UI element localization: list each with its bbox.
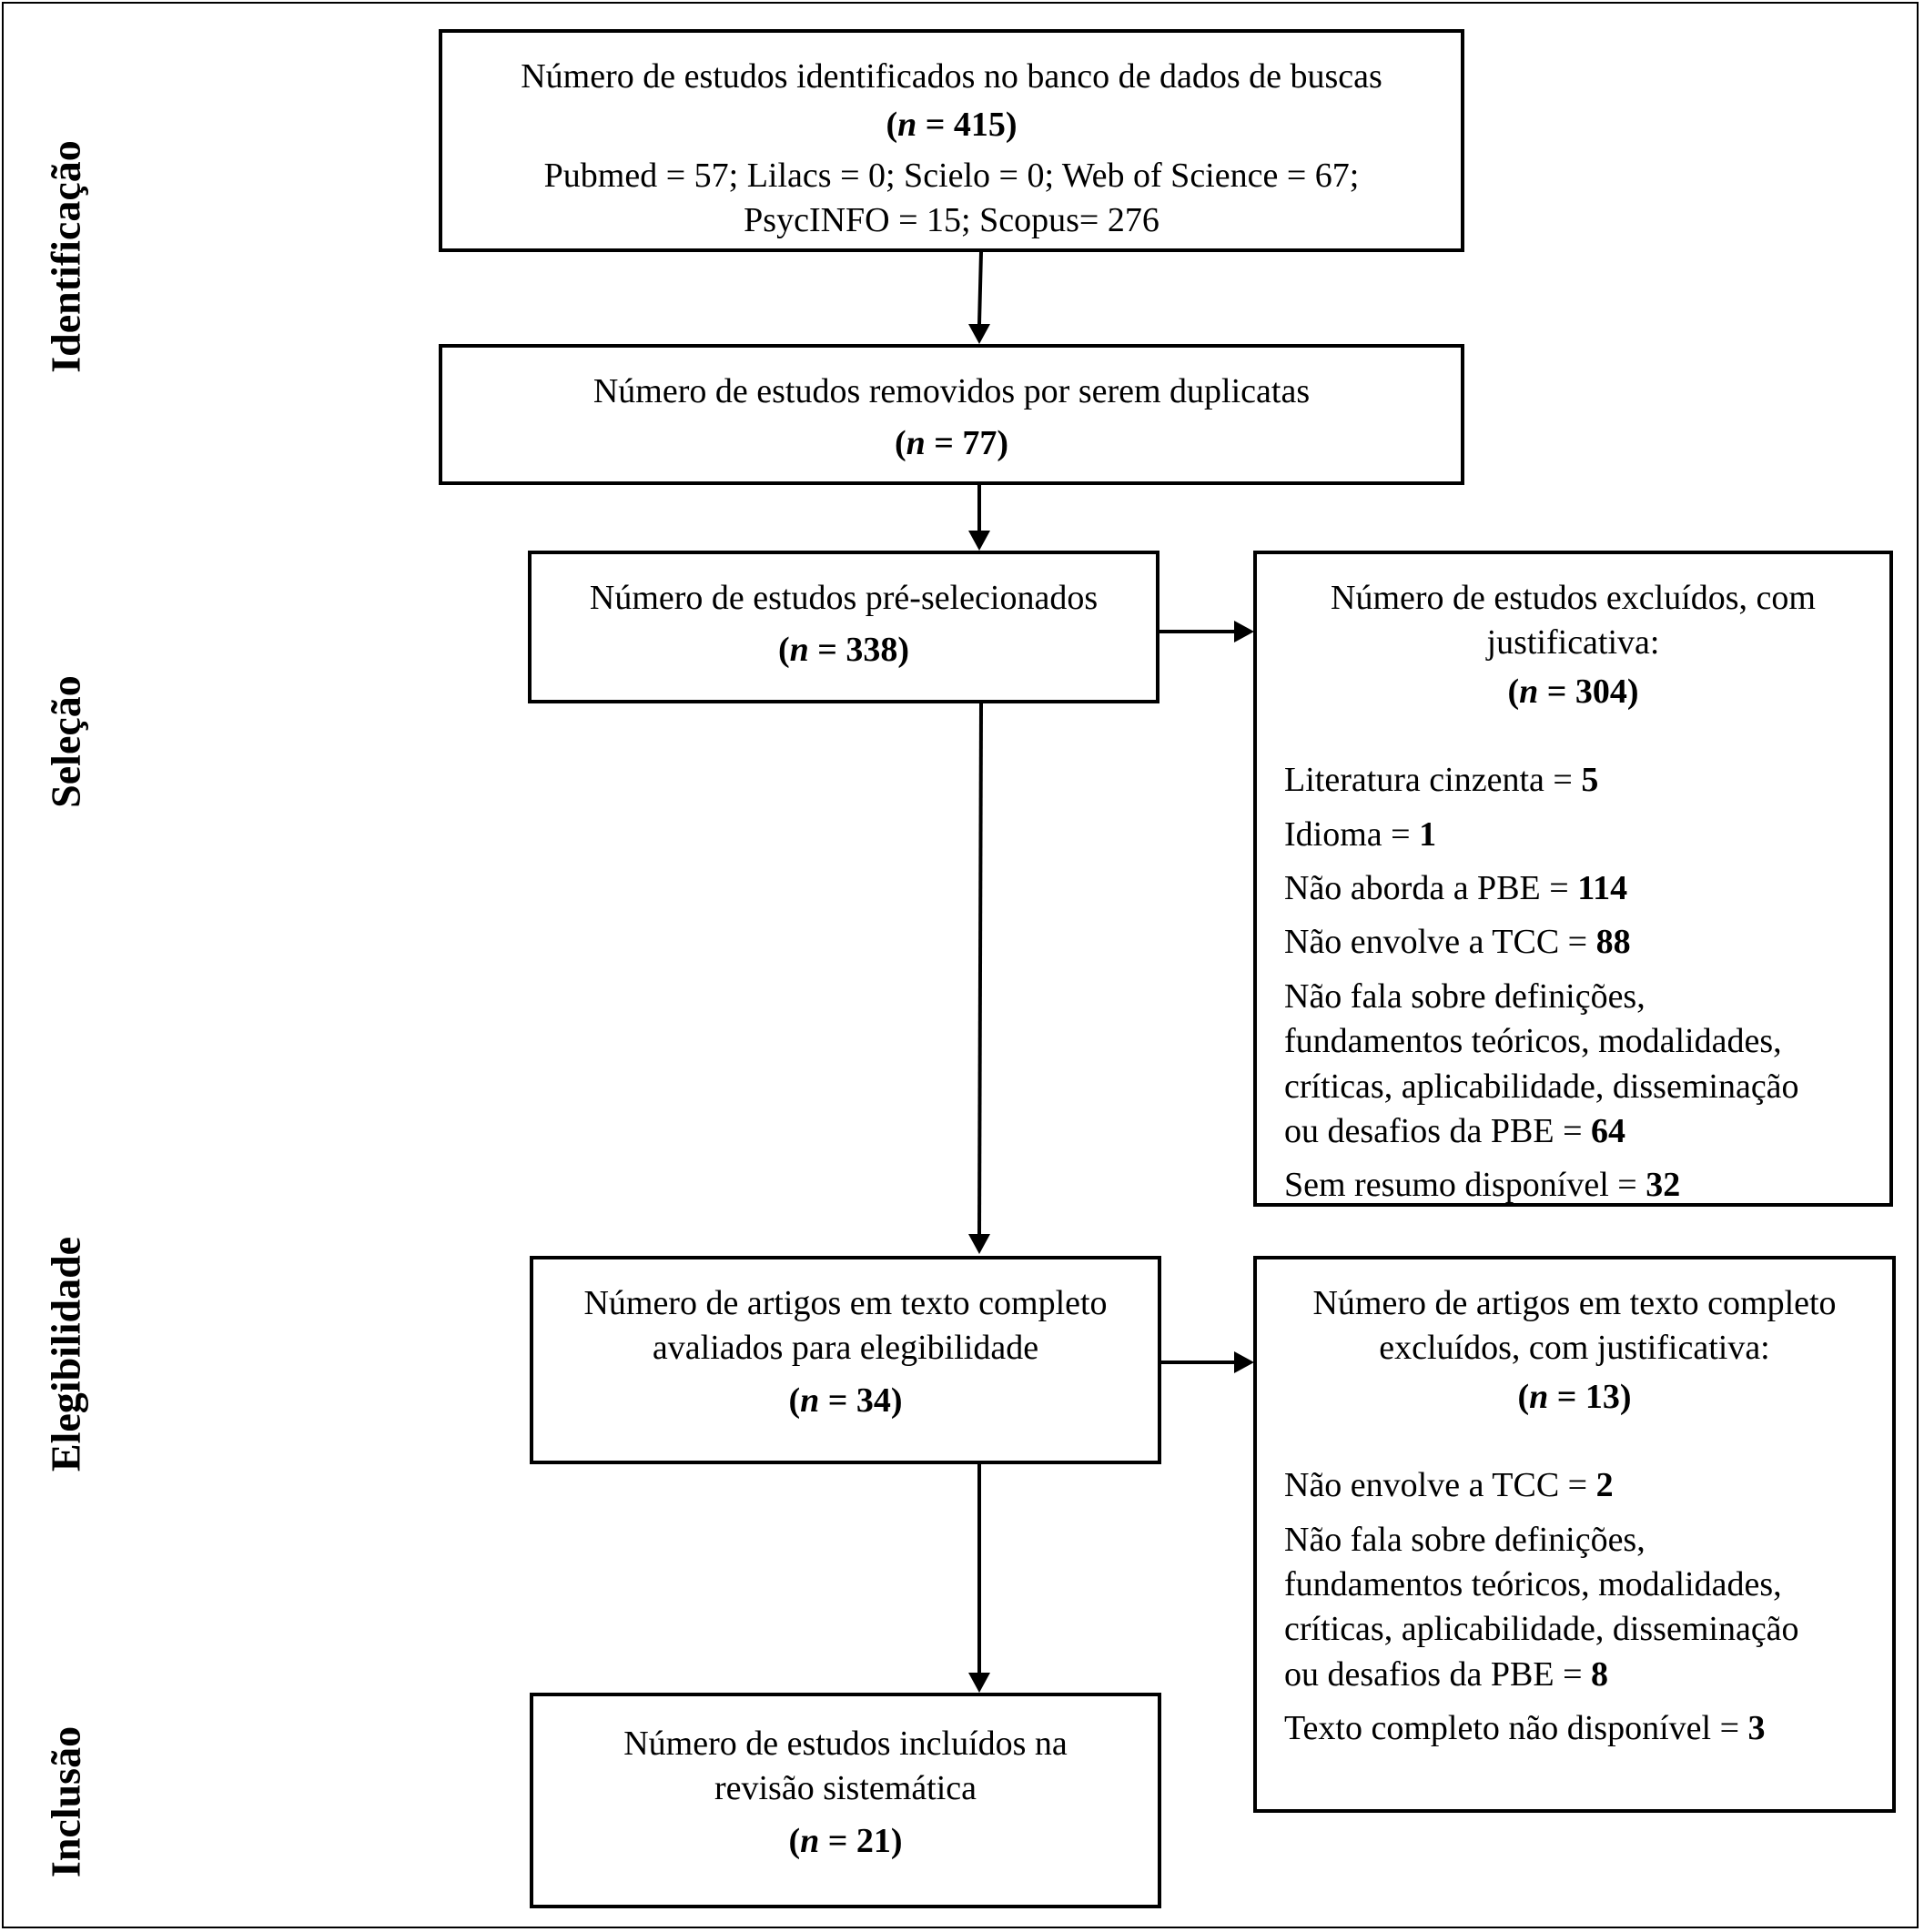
arrowhead-3 xyxy=(1234,621,1254,642)
box-preselected: Número de estudos pré-selecionados (n = … xyxy=(528,551,1159,703)
reason-item: Sem resumo disponível = 32 xyxy=(1284,1166,1681,1205)
box-excluded-screening-title-line1: Número de estudos excluídos, com xyxy=(1331,579,1816,617)
arrow-preselected-to-fulltext xyxy=(977,703,983,1235)
reason-item: Não envolve a TCC = 2 xyxy=(1284,1466,1614,1505)
box-identified-sources-line1: Pubmed = 57; Lilacs = 0; Scielo = 0; Web… xyxy=(543,156,1360,195)
box-identified-count: (n = 415) xyxy=(886,106,1018,145)
box-included-count: (n = 21) xyxy=(788,1821,903,1860)
box-fulltext-title-line2: avaliados para elegibilidade xyxy=(652,1329,1039,1368)
box-excluded-fulltext-count: (n = 13) xyxy=(1517,1377,1632,1416)
arrowhead-5 xyxy=(1234,1351,1254,1373)
box-excluded-screening: Número de estudos excluídos, com justifi… xyxy=(1253,551,1893,1207)
box-excluded-fulltext-reasons: Não envolve a TCC = 2 Não fala sobre def… xyxy=(1257,1463,1892,1751)
box-fulltext-count: (n = 34) xyxy=(788,1381,903,1420)
reason-item: Não aborda a PBE = 114 xyxy=(1284,868,1628,907)
box-excluded-fulltext-title-line2: excluídos, com justificativa: xyxy=(1379,1329,1770,1368)
reason-item: Idioma = 1 xyxy=(1284,814,1437,854)
box-excluded-fulltext: Número de artigos em texto completo excl… xyxy=(1253,1256,1896,1813)
box-excluded-screening-reasons: Literatura cinzenta = 5 Idioma = 1 Não a… xyxy=(1257,758,1889,1209)
box-duplicates: Número de estudos removidos por serem du… xyxy=(439,344,1464,485)
arrowhead-6 xyxy=(968,1673,990,1693)
arrowhead-4 xyxy=(968,1234,990,1254)
box-included-title-line2: revisão sistemática xyxy=(714,1769,977,1808)
box-duplicates-title: Número de estudos removidos por serem du… xyxy=(592,372,1311,410)
box-identified: Número de estudos identificados no banco… xyxy=(439,29,1464,252)
arrow-identified-to-duplicates xyxy=(977,251,983,325)
box-included-title-line1: Número de estudos incluídos na xyxy=(623,1725,1068,1763)
box-identified-sources-line2: PsycINFO = 15; Scopus= 276 xyxy=(744,201,1159,240)
box-excluded-fulltext-title-line1: Número de artigos em texto completo xyxy=(1312,1284,1837,1322)
box-preselected-count: (n = 338) xyxy=(777,631,910,670)
reason-item: Não envolve a TCC = 88 xyxy=(1284,923,1631,962)
box-excluded-screening-title-line2: justificativa: xyxy=(1486,623,1660,663)
box-included: Número de estudos incluídos na revisão s… xyxy=(530,1693,1161,1908)
box-excluded-screening-count: (n = 304) xyxy=(1507,672,1639,711)
reason-item: Texto completo não disponível = 3 xyxy=(1284,1709,1766,1748)
reason-item: Não fala sobre definições, fundamentos t… xyxy=(1284,1520,1799,1694)
reason-item: Literatura cinzenta = 5 xyxy=(1284,761,1599,800)
arrowhead-2 xyxy=(968,531,990,551)
box-fulltext-title-line1: Número de artigos em texto completo xyxy=(583,1284,1108,1322)
box-duplicates-count: (n = 77) xyxy=(894,424,1009,463)
box-identified-title: Número de estudos identificados no banco… xyxy=(521,57,1382,96)
box-preselected-title: Número de estudos pré-selecionados xyxy=(589,579,1099,617)
reason-item: Não fala sobre definições, fundamentos t… xyxy=(1284,976,1799,1150)
arrowhead-1 xyxy=(968,324,990,344)
box-fulltext: Número de artigos em texto completo aval… xyxy=(530,1256,1161,1464)
